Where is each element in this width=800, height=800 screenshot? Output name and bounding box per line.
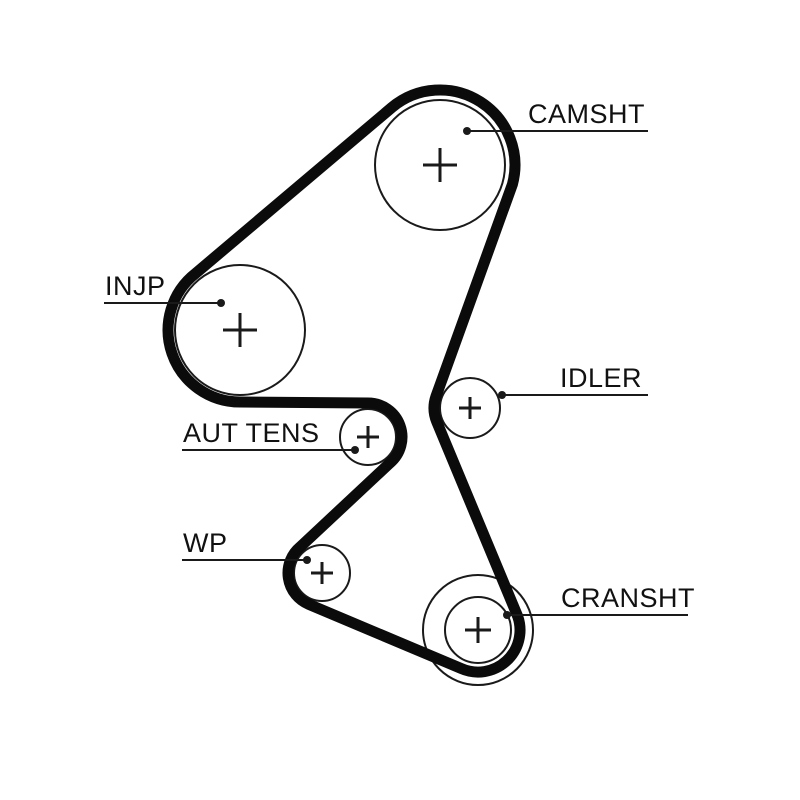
crankshaft-pulley-outer	[422, 574, 534, 686]
center-marks	[223, 148, 491, 643]
idler-center-mark	[459, 397, 481, 419]
crankshaft-leader-dot	[503, 611, 511, 619]
tensioner-pulley	[339, 408, 397, 466]
injection-pump-label: INJP	[105, 271, 166, 301]
injection-pump-center-mark	[223, 313, 257, 347]
camshaft-label: CAMSHT	[528, 99, 645, 129]
water-pump-leader-dot	[303, 556, 311, 564]
injection-pump-leader-dot	[217, 299, 225, 307]
idler-leader-dot	[498, 391, 506, 399]
tensioner-callout: AUT TENS	[182, 418, 359, 454]
crankshaft-center-mark	[465, 617, 491, 643]
idler-callout: IDLER	[498, 363, 648, 399]
timing-belt	[162, 84, 526, 678]
camshaft-pulley	[374, 99, 506, 231]
water-pump-center-mark	[311, 562, 333, 584]
tensioner-leader-dot	[351, 446, 359, 454]
water-pump-label: WP	[183, 528, 228, 558]
crankshaft-callout: CRANSHT	[503, 583, 695, 619]
idler-label: IDLER	[560, 363, 642, 393]
camshaft-leader-dot	[463, 127, 471, 135]
water-pump-callout: WP	[182, 528, 311, 564]
tensioner-label: AUT TENS	[183, 418, 320, 448]
camshaft-callout: CAMSHT	[463, 99, 648, 135]
tensioner-center-mark	[357, 426, 379, 448]
camshaft-center-mark	[423, 148, 457, 182]
crankshaft-label: CRANSHT	[561, 583, 695, 613]
labels: CAMSHT INJP IDLER AUT TENS WP CRANSHT	[104, 99, 695, 619]
water-pump-pulley	[293, 544, 351, 602]
idler-pulley	[439, 377, 501, 439]
injection-pump-callout: INJP	[104, 271, 225, 307]
injection-pump-pulley	[174, 264, 306, 396]
pulley-outlines	[174, 99, 534, 686]
